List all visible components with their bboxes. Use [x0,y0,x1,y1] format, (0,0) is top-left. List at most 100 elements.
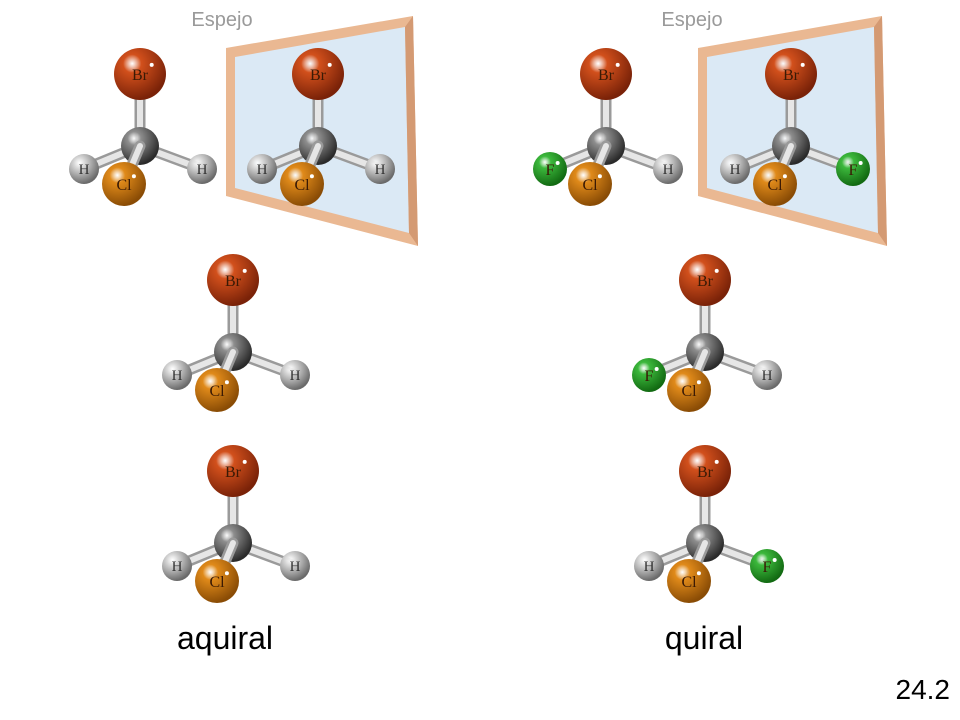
right-original-atom-br-top-label: Br [598,67,615,84]
left-original-atom-br-top-highlight [149,62,154,67]
left-original-atom-br-top: Br [114,48,166,100]
left-original-atom-h-right: H [187,154,217,184]
molecule-right-original: BrF H Cl [533,48,683,206]
left-original-atom-h-right-sphere [187,154,217,184]
right-compare-a-atom-h-right: H [752,360,782,390]
left-original-atom-cl-front-highlight [131,174,136,179]
right-reflection-atom-h-left-sphere [720,154,750,184]
right-compare-a-atom-f-left-highlight [654,367,659,372]
left-reflection-b-atom-h-right: H [280,360,310,390]
right-compare-b-atom-cl-front: Cl [667,559,711,603]
right-reflection-atom-cl-front-label: Cl [767,177,783,194]
right-compare-a-atom-f-left: F [632,358,666,392]
figure-number: 24.2 [895,674,951,705]
molecule-left-original: BrH H Cl [69,48,217,206]
left-reflection-atom-h-left-label: H [257,162,268,178]
left-reflection-b-atom-cl-front: Cl [195,368,239,412]
right-compare-b-atom-br-top: Br [679,445,731,497]
right-original-atom-br-top-sphere [580,48,632,100]
left-superimposed-atom-cl-front: Cl [195,559,239,603]
mirror-label-left: Espejo [191,9,253,31]
left-superimposed-atom-cl-front-highlight [224,571,229,576]
right-original-atom-cl-front-highlight [597,174,602,179]
left-reflection-atom-cl-front-sphere [280,162,324,206]
right-reflection-atom-cl-front: Cl [753,162,797,206]
left-reflection-atom-h-left-sphere [247,154,277,184]
right-original-atom-cl-front-label: Cl [582,177,598,194]
right-compare-a-atom-cl-front-label: Cl [681,383,697,400]
left-original-atom-cl-front-sphere [102,162,146,206]
molecule-left-reflection-b: BrH H Cl [162,254,310,412]
right-original-atom-f-left-label: F [546,162,555,179]
right-reflection-atom-br-top: Br [765,48,817,100]
left-reflection-b-atom-cl-front-highlight [224,380,229,385]
left-superimposed-atom-cl-front-label: Cl [209,574,225,591]
right-original-atom-f-left-highlight [555,161,560,166]
right-original-atom-h-right: H [653,154,683,184]
right-compare-b-atom-f-right-sphere [750,549,784,583]
right-original-atom-h-right-label: H [663,162,674,178]
right-reflection-atom-f-right-highlight [858,161,863,166]
left-original-atom-h-left: H [69,154,99,184]
left-original-atom-cl-front-label: Cl [116,177,132,194]
left-reflection-b-atom-br-top: Br [207,254,259,306]
right-compare-a-atom-br-top-highlight [714,268,719,273]
right-reflection-atom-br-top-sphere [765,48,817,100]
caption-chiral: quiral [664,620,744,656]
left-original-atom-cl-front: Cl [102,162,146,206]
left-reflection-b-atom-h-left-label: H [172,368,183,384]
left-reflection-atom-br-top-sphere [292,48,344,100]
caption-achiral: aquiral [176,620,274,656]
left-superimposed-atom-h-left-label: H [172,559,183,575]
right-reflection-atom-h-left-label: H [730,162,741,178]
right-compare-b-atom-br-top-label: Br [697,464,714,481]
right-compare-a-atom-f-left-sphere [632,358,666,392]
left-reflection-atom-br-top-label: Br [310,67,327,84]
left-reflection-b-atom-br-top-highlight [242,268,247,273]
left-superimposed-atom-h-right: H [280,551,310,581]
right-compare-b-atom-cl-front-label: Cl [681,574,697,591]
right-original-atom-cl-front-sphere [568,162,612,206]
left-superimposed-atom-br-top-sphere [207,445,259,497]
right-compare-b-atom-br-top-sphere [679,445,731,497]
right-compare-b-atom-f-right-highlight [772,558,777,563]
mirror-right-edge [874,16,887,246]
left-superimposed-atom-h-left: H [162,551,192,581]
right-compare-b-atom-f-right-label: F [763,559,772,576]
right-reflection-atom-f-right-label: F [849,162,858,179]
left-reflection-b-atom-h-right-label: H [290,368,301,384]
right-compare-a-atom-f-left-label: F [645,368,654,385]
left-reflection-atom-h-left: H [247,154,277,184]
molecule-right-reflection: BrH F Cl [720,48,870,206]
left-reflection-b-atom-h-left: H [162,360,192,390]
right-compare-b-atom-br-top-highlight [714,459,719,464]
left-reflection-b-atom-h-right-sphere [280,360,310,390]
left-reflection-atom-br-top: Br [292,48,344,100]
right-reflection-atom-f-right: F [836,152,870,186]
molecule-left-superimposed: BrH H Cl [162,445,310,603]
left-reflection-b-atom-cl-front-sphere [195,368,239,412]
right-compare-b-atom-f-right: F [750,549,784,583]
left-superimposed-atom-br-top: Br [207,445,259,497]
right-compare-b-atom-h-left-sphere [634,551,664,581]
right-original-atom-f-left-sphere [533,152,567,186]
mirror-left-edge [405,16,418,246]
left-reflection-b-atom-cl-front-label: Cl [209,383,225,400]
left-superimposed-atom-h-right-label: H [290,559,301,575]
molecule-right-compare-a: BrF H Cl [632,254,782,412]
right-compare-a-atom-br-top: Br [679,254,731,306]
left-reflection-atom-br-top-highlight [327,62,332,67]
right-reflection-atom-cl-front-highlight [782,174,787,179]
left-reflection-atom-cl-front: Cl [280,162,324,206]
left-original-atom-br-top-label: Br [132,67,149,84]
left-original-atom-h-right-label: H [197,162,208,178]
right-original-atom-br-top: Br [580,48,632,100]
left-reflection-atom-h-right-sphere [365,154,395,184]
left-original-atom-h-left-sphere [69,154,99,184]
right-reflection-atom-br-top-label: Br [783,67,800,84]
right-original-atom-cl-front: Cl [568,162,612,206]
left-original-atom-br-top-sphere [114,48,166,100]
